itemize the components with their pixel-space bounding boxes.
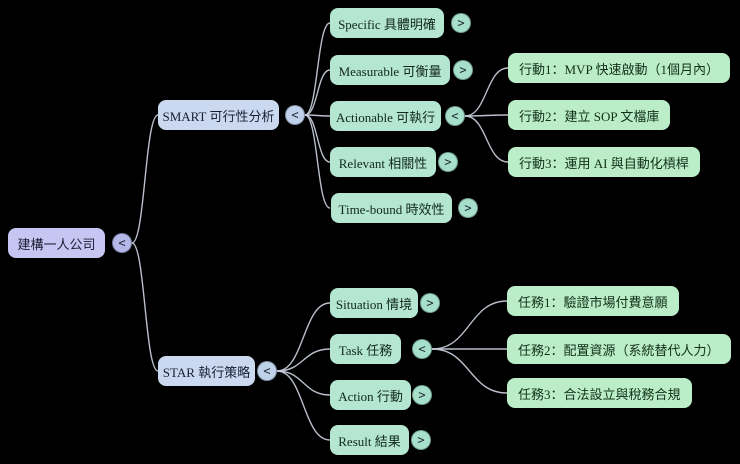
node-action-1[interactable]: 行動1：MVP 快速啟動（1個月內） (508, 53, 730, 83)
toggle-smart-collapse[interactable]: < (285, 105, 305, 125)
link-task-task3 (431, 348, 508, 394)
link-root-smart (131, 114, 159, 244)
toggle-star-collapse[interactable]: < (257, 361, 277, 381)
link-smart-actionable (304, 114, 331, 117)
link-star-result (276, 370, 331, 441)
node-result[interactable]: Result 結果 (330, 425, 409, 455)
chevron-right-icon: > (417, 433, 425, 447)
toggle-task-collapse[interactable]: < (412, 339, 432, 359)
chevron-right-icon: > (457, 16, 465, 30)
link-root-star (131, 242, 159, 372)
node-action-2[interactable]: 行動2：建立 SOP 文檔庫 (508, 100, 671, 130)
link-actionable-action3 (464, 115, 509, 163)
toggle-relevant-expand[interactable]: > (438, 152, 458, 172)
toggle-time-bound-expand[interactable]: > (458, 198, 478, 218)
toggle-result-expand[interactable]: > (411, 430, 431, 450)
chevron-right-icon: > (418, 388, 426, 402)
node-time-bound[interactable]: Time-bound 時效性 (331, 193, 452, 223)
toggle-situation-expand[interactable]: > (420, 293, 440, 313)
node-action-3[interactable]: 行動3：運用 AI 與自動化槓桿 (508, 147, 700, 177)
toggle-actionable-collapse[interactable]: < (445, 106, 465, 126)
chevron-right-icon: > (459, 63, 467, 77)
toggle-action-expand[interactable]: > (412, 385, 432, 405)
node-task-2[interactable]: 任務2：配置資源（系統替代人力） (507, 334, 731, 364)
link-smart-relevant (304, 114, 331, 163)
link-actionable-action2 (464, 114, 509, 117)
chevron-left-icon: < (118, 236, 126, 250)
node-situation[interactable]: Situation 情境 (330, 288, 418, 318)
toggle-measurable-expand[interactable]: > (453, 60, 473, 80)
node-root[interactable]: 建構一人公司 (8, 228, 105, 258)
link-task-task1 (431, 300, 508, 350)
node-action[interactable]: Action 行動 (330, 380, 411, 410)
link-star-situation (276, 302, 331, 372)
node-smart-analysis[interactable]: SMART 可行性分析 (158, 100, 279, 130)
chevron-right-icon: > (464, 201, 472, 215)
node-specific[interactable]: Specific 具體明確 (330, 8, 444, 38)
node-measurable[interactable]: Measurable 可衡量 (330, 55, 450, 85)
chevron-right-icon: > (444, 155, 452, 169)
chevron-right-icon: > (426, 296, 434, 310)
node-task-3[interactable]: 任務3：合法設立與稅務合規 (507, 378, 692, 408)
node-task-1[interactable]: 任務1：驗證市場付費意願 (507, 286, 679, 316)
toggle-root-collapse[interactable]: < (112, 233, 132, 253)
node-star-strategy[interactable]: STAR 執行策略 (158, 356, 255, 386)
toggle-specific-expand[interactable]: > (451, 13, 471, 33)
chevron-left-icon: < (418, 342, 426, 356)
link-smart-timebound (304, 114, 331, 209)
link-star-task (276, 348, 331, 372)
link-smart-measurable (304, 69, 331, 116)
link-actionable-action1 (464, 67, 509, 117)
chevron-left-icon: < (451, 109, 459, 123)
node-task[interactable]: Task 任務 (330, 334, 401, 364)
link-smart-specific (304, 22, 331, 116)
node-actionable[interactable]: Actionable 可執行 (330, 101, 441, 131)
link-star-action (276, 370, 331, 396)
chevron-left-icon: < (291, 108, 299, 122)
chevron-left-icon: < (263, 364, 271, 378)
node-relevant[interactable]: Relevant 相關性 (330, 147, 436, 177)
